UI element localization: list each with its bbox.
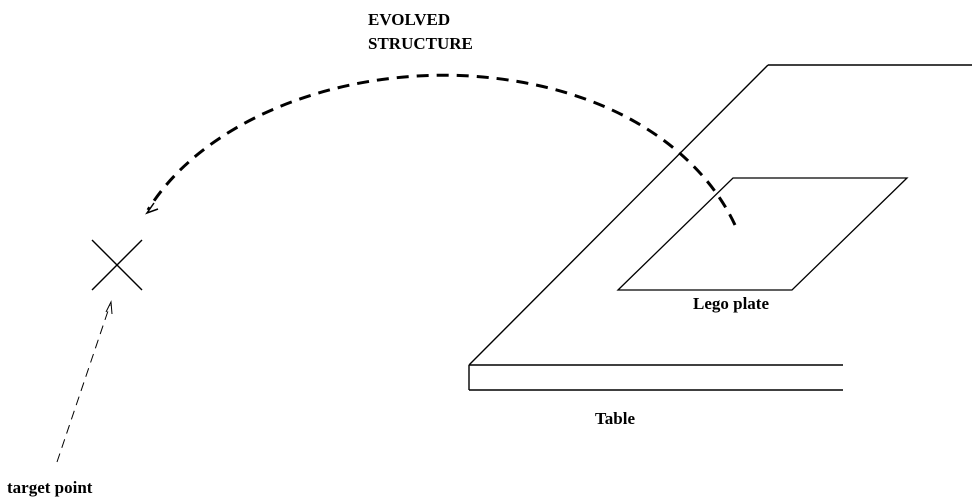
label-structure: STRUCTURE xyxy=(368,34,473,53)
table-top-left-edge xyxy=(468,64,769,366)
lego-plate xyxy=(616,177,909,291)
label-evolved: EVOLVED xyxy=(368,10,450,29)
label-target-point: target point xyxy=(7,478,93,497)
trajectory-arrowhead xyxy=(145,202,159,215)
label-table: Table xyxy=(595,409,635,428)
table xyxy=(468,64,972,391)
target-point-marker xyxy=(91,239,143,291)
evolved-structure-trajectory xyxy=(146,73,737,226)
target-pointer-line xyxy=(56,304,111,463)
target-pointer-arrowhead xyxy=(105,300,113,315)
label-lego-plate: Lego plate xyxy=(693,294,769,313)
